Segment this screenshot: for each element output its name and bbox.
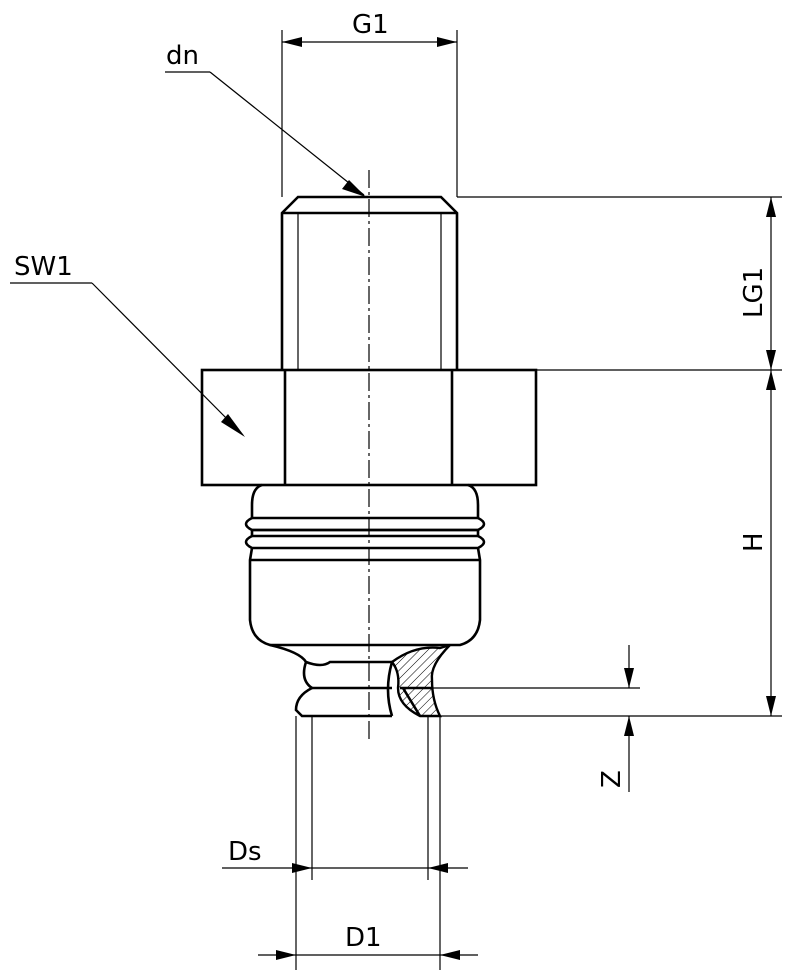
leader-sw1: SW1: [10, 252, 245, 437]
leader-dn: dn: [165, 41, 366, 197]
label-lg1: LG1: [739, 267, 769, 318]
label-g1: G1: [352, 10, 389, 40]
label-ds: Ds: [228, 837, 262, 867]
dimension-z: Z: [432, 645, 640, 792]
body: [244, 483, 486, 647]
dimension-h: H: [440, 370, 782, 717]
label-sw1: SW1: [14, 252, 73, 282]
dimension-d1: D1: [258, 716, 478, 970]
dimension-ds: Ds: [222, 716, 468, 880]
dimension-g1: G1: [281, 10, 458, 197]
label-h: H: [739, 532, 769, 552]
suction-cup: [269, 643, 451, 718]
label-dn: dn: [166, 41, 199, 71]
label-d1: D1: [345, 923, 382, 953]
dimension-lg1: LG1: [457, 196, 782, 371]
threaded-stem: [280, 195, 459, 370]
hex-nut: [200, 368, 538, 487]
label-z: Z: [597, 770, 627, 788]
